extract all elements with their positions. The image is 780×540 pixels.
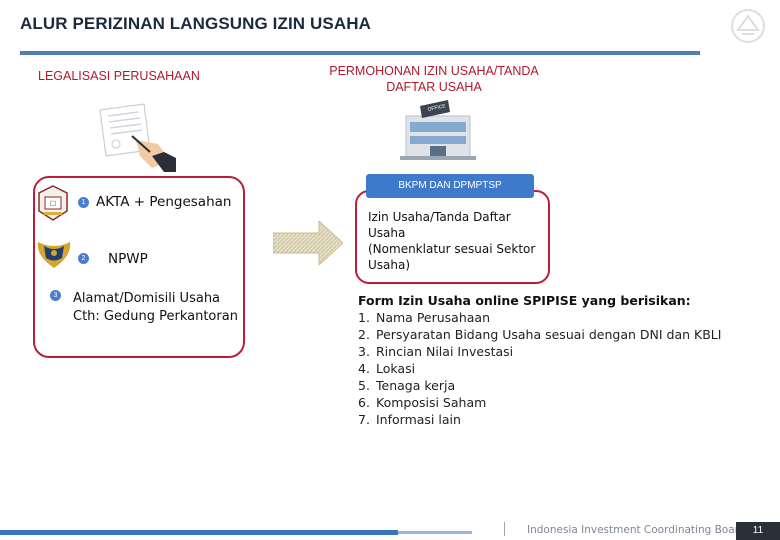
- item-number-badge: 3: [50, 290, 61, 301]
- list-item-number: 1.: [358, 310, 370, 325]
- application-heading-line1: PERMOHONAN IZIN USAHA/TANDA: [329, 64, 539, 78]
- list-item: 5. Tenaga kerja: [358, 377, 721, 394]
- svg-text:OFFICE: OFFICE: [427, 103, 447, 113]
- office-building-icon: OFFICE: [400, 100, 476, 160]
- footer-organization: Indonesia Investment Coordinating Board: [527, 524, 746, 536]
- list-item-number: 2.: [358, 327, 370, 342]
- item-number-badge: 2: [78, 253, 89, 264]
- address-item: Alamat/Domisili Usaha Cth: Gedung Perkan…: [73, 290, 238, 326]
- agency-label-bar: BKPM DAN DPMPTSP: [366, 174, 534, 198]
- permit-line1: Izin Usaha/Tanda Daftar Usaha: [368, 210, 511, 240]
- list-item-text: Tenaga kerja: [376, 378, 456, 393]
- legalization-heading: LEGALISASI PERUSAHAAN: [38, 69, 200, 83]
- form-items-list: 1. Nama Perusahaan 2. Persyaratan Bidang U…: [358, 309, 721, 428]
- list-item: 6. Komposisi Saham: [358, 394, 721, 411]
- legalization-box: [33, 176, 245, 358]
- ministry-law-logo-icon: ☐: [38, 185, 68, 221]
- tax-office-logo-icon: [37, 242, 71, 268]
- list-item-text: Lokasi: [376, 361, 416, 376]
- list-item-number: 3.: [358, 344, 370, 359]
- form-heading: Form Izin Usaha online SPIPISE yang beri…: [358, 293, 691, 308]
- svg-text:☐: ☐: [50, 200, 56, 208]
- application-heading-line2: DAFTAR USAHA: [386, 80, 482, 94]
- list-item: 3. Rincian Nilai Investasi: [358, 343, 721, 360]
- flow-arrow-icon: [273, 221, 343, 265]
- list-item-number: 5.: [358, 378, 370, 393]
- list-item-text: Persyaratan Bidang Usaha sesuai dengan D…: [376, 327, 722, 342]
- page-number: 11: [736, 522, 780, 540]
- list-item-number: 6.: [358, 395, 370, 410]
- permit-line2: (Nomenklatur sesuai Sektor: [368, 242, 536, 256]
- page-title: ALUR PERIZINAN LANGSUNG IZIN USAHA: [20, 14, 371, 33]
- application-heading: PERMOHONAN IZIN USAHA/TANDA DAFTAR USAHA: [318, 63, 550, 95]
- footer-rule-light: [398, 531, 472, 534]
- list-item: 2. Persyaratan Bidang Usaha sesuai dengan…: [358, 326, 721, 343]
- permit-description: Izin Usaha/Tanda Daftar Usaha (Nomenklat…: [368, 209, 548, 273]
- list-item-number: 4.: [358, 361, 370, 376]
- footer-separator: [504, 522, 505, 536]
- list-item: 4. Lokasi: [358, 360, 721, 377]
- permit-line3: Usaha): [368, 258, 411, 272]
- list-item: 7. Informasi lain: [358, 411, 721, 428]
- list-item-text: Nama Perusahaan: [376, 310, 491, 325]
- address-example: Cth: Gedung Perkantoran: [73, 309, 238, 324]
- footer-rule-dark: [0, 530, 398, 535]
- address-label: Alamat/Domisili Usaha: [73, 291, 221, 306]
- document-signing-icon: [99, 103, 176, 172]
- npwp-label: NPWP: [108, 251, 148, 267]
- akta-label: AKTA + Pengesahan: [96, 194, 232, 210]
- title-underline: [20, 51, 700, 55]
- list-item-text: Informasi lain: [376, 412, 461, 427]
- list-item-number: 7.: [358, 412, 370, 427]
- list-item-text: Rincian Nilai Investasi: [376, 344, 514, 359]
- bkpm-watermark-logo: [731, 9, 765, 43]
- list-item: 1. Nama Perusahaan: [358, 309, 721, 326]
- item-number-badge: 1: [78, 197, 89, 208]
- list-item-text: Komposisi Saham: [376, 395, 487, 410]
